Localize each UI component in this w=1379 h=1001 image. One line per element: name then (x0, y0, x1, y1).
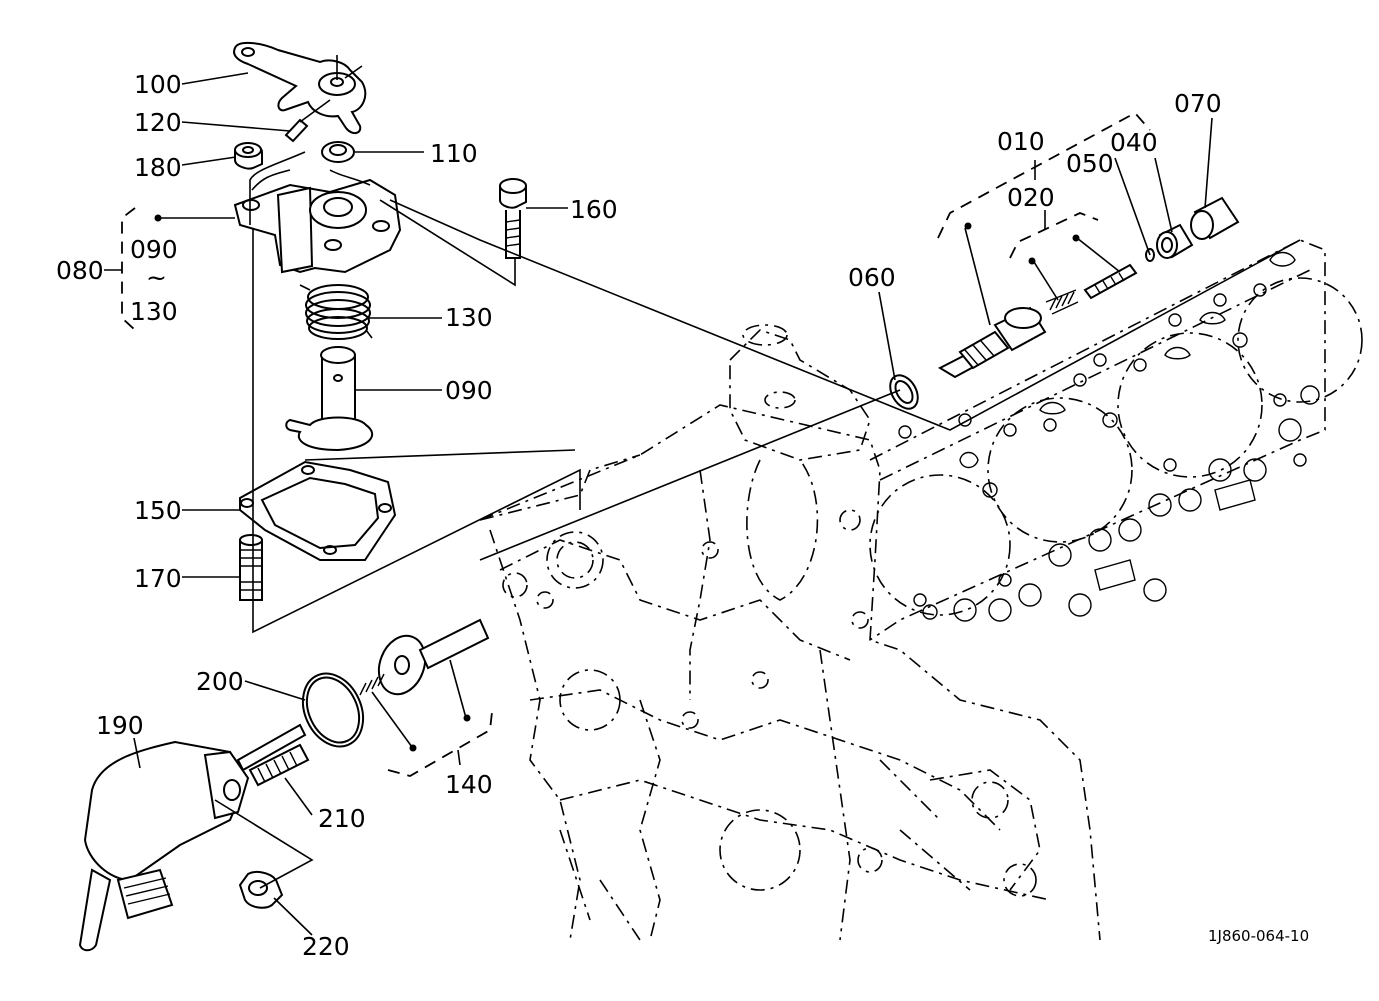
part-140-shaft (359, 618, 490, 696)
label-110: 110 (430, 139, 478, 168)
part-020-spring (1045, 289, 1079, 315)
part-070-cap (1190, 196, 1240, 240)
part-130-spring (299, 284, 373, 340)
label-150: 150 (134, 496, 182, 525)
label-100: 100 (134, 70, 182, 99)
part-180-nut (234, 142, 263, 170)
part-170-stud (239, 534, 263, 601)
part-220-nut (238, 871, 284, 909)
label-050: 050 (1066, 149, 1114, 178)
label-070: 070 (1174, 89, 1222, 118)
part-210-stud (248, 743, 310, 787)
label-130-range-end: 130 (130, 297, 178, 326)
part-100-lever (233, 42, 367, 134)
part-050-pin (1083, 263, 1138, 300)
label-180: 180 (134, 153, 182, 182)
label-080: 080 (56, 256, 104, 285)
part-160-bolt (499, 178, 527, 259)
label-170: 170 (134, 564, 182, 593)
engine-block (479, 324, 1101, 941)
label-090-range-start: 090 (130, 235, 178, 264)
leader-lines (133, 72, 1301, 936)
label-160: 160 (570, 195, 618, 224)
part-150-gasket (239, 460, 397, 561)
part-080-housing (233, 169, 402, 274)
part-190-solenoid (78, 723, 307, 952)
label-130: 130 (445, 303, 493, 332)
diagram-code: 1J860-064-10 (1208, 927, 1309, 945)
label-140: 140 (445, 770, 493, 799)
label-010: 010 (997, 127, 1045, 156)
label-060: 060 (848, 263, 896, 292)
part-110-bushing (321, 141, 355, 163)
part-120-pin (284, 99, 331, 143)
leader-dots (154, 214, 1080, 752)
part-090-shaft (285, 346, 374, 452)
label-220: 220 (302, 932, 350, 961)
label-190: 190 (96, 711, 144, 740)
part-labels: 100 120 180 110 160 080 090 ~ 130 130 09… (56, 70, 1309, 961)
group-brackets (104, 111, 1151, 777)
part-200-oring (301, 672, 365, 748)
label-210: 210 (318, 804, 366, 833)
label-040: 040 (1110, 128, 1158, 157)
part-010-plunger (937, 306, 1047, 379)
label-200: 200 (196, 667, 244, 696)
head-gasket (869, 239, 1363, 641)
label-020: 020 (1007, 183, 1055, 212)
part-060-oring (889, 374, 919, 410)
label-120: 120 (134, 108, 182, 137)
label-090: 090 (445, 376, 493, 405)
part-040-seal (1145, 223, 1194, 262)
label-range-tilde: ~ (146, 263, 167, 292)
